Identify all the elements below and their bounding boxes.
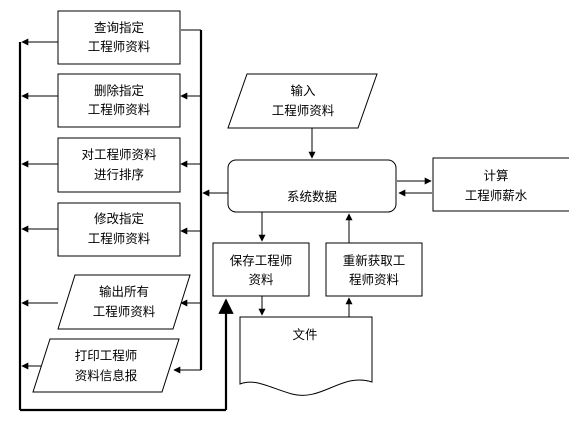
query-box: [57, 10, 181, 65]
delete-label-2: 工程师资料: [88, 102, 151, 117]
save-label-1: 保存工程师: [230, 253, 293, 268]
sort-label-1: 对工程师资料: [81, 147, 157, 162]
input-label-1: 输入: [290, 83, 316, 98]
reload-box: [325, 242, 423, 297]
right-arrows: [173, 29, 228, 374]
output-label-1: 输出所有: [99, 284, 149, 299]
salary-box: [432, 157, 569, 212]
modify-label-1: 修改指定: [94, 211, 144, 226]
left-arrows: [21, 38, 58, 370]
salary-label-1: 计算: [483, 168, 508, 183]
sort-label-2: 进行排序: [94, 167, 144, 182]
sort-box: [57, 137, 181, 193]
reload-label-2: 程师资料: [349, 272, 400, 287]
input-label-2: 工程师资料: [272, 103, 335, 118]
save-box: [212, 242, 310, 297]
print-label-2: 资料信息报: [75, 368, 138, 383]
file-label: 文件: [292, 327, 317, 342]
print-label-1: 打印工程师: [75, 348, 138, 363]
print-parallelogram: [32, 338, 180, 393]
system-box: [227, 159, 397, 213]
query-label-2: 工程师资料: [88, 39, 151, 54]
output-parallelogram: [57, 274, 191, 330]
save-label-2: 资料: [248, 272, 274, 287]
outer-loop: [18, 30, 234, 412]
file-document: [239, 316, 373, 396]
salary-label-2: 工程师薪水: [465, 188, 528, 203]
output-label-2: 工程师资料: [93, 304, 156, 319]
system-label: 系统数据: [287, 189, 337, 204]
modify-label-2: 工程师资料: [88, 231, 151, 246]
delete-box: [57, 73, 181, 128]
input-parallelogram: [227, 73, 378, 129]
reload-label-1: 重新获取工: [343, 253, 406, 268]
delete-label-1: 删除指定: [94, 83, 144, 98]
modify-box: [57, 202, 181, 257]
query-label-1: 查询指定: [94, 20, 144, 35]
